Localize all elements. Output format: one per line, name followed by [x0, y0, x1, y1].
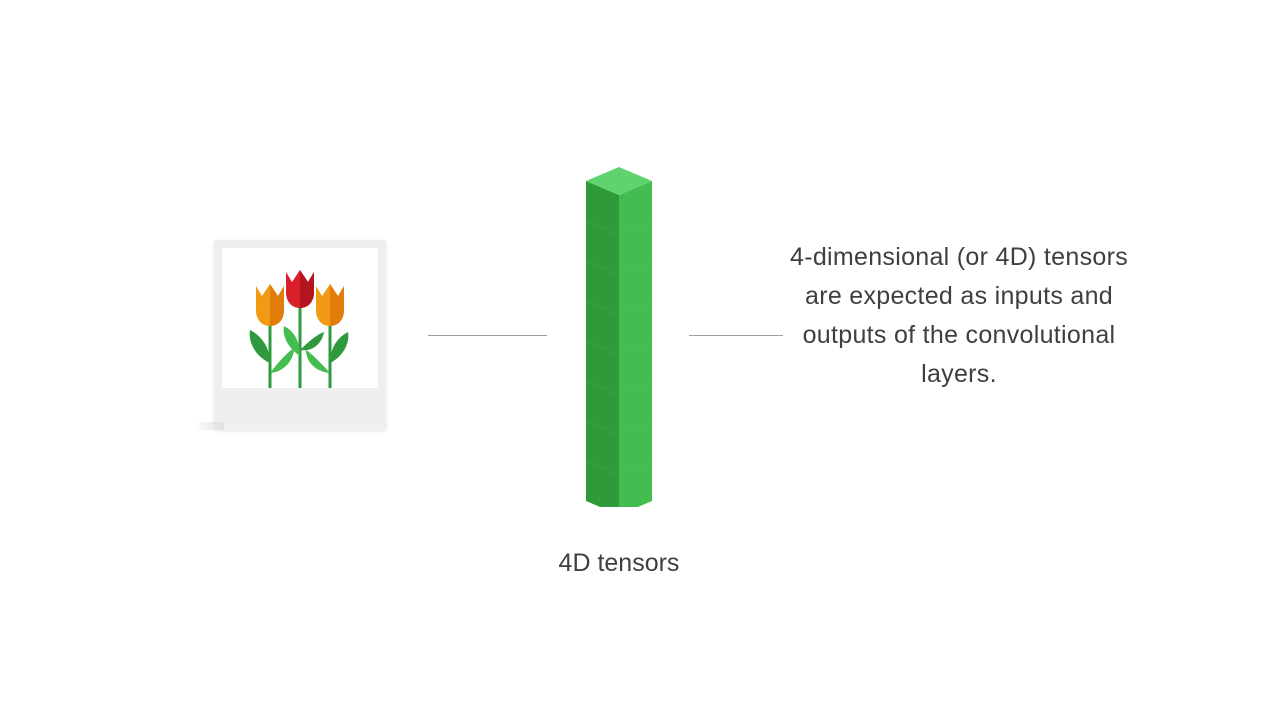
left-connector-line [428, 335, 547, 336]
right-connector-line [689, 335, 783, 336]
tensor-cube [586, 167, 652, 235]
tensor-label: 4D tensors [558, 549, 680, 577]
input-image-card [194, 240, 386, 430]
tensor-description: 4-dimensional (or 4D) tensors are expect… [790, 243, 1128, 388]
cube-stack-icon [586, 165, 652, 515]
tulips-photo-icon [222, 248, 378, 388]
card-shadow [194, 422, 224, 430]
